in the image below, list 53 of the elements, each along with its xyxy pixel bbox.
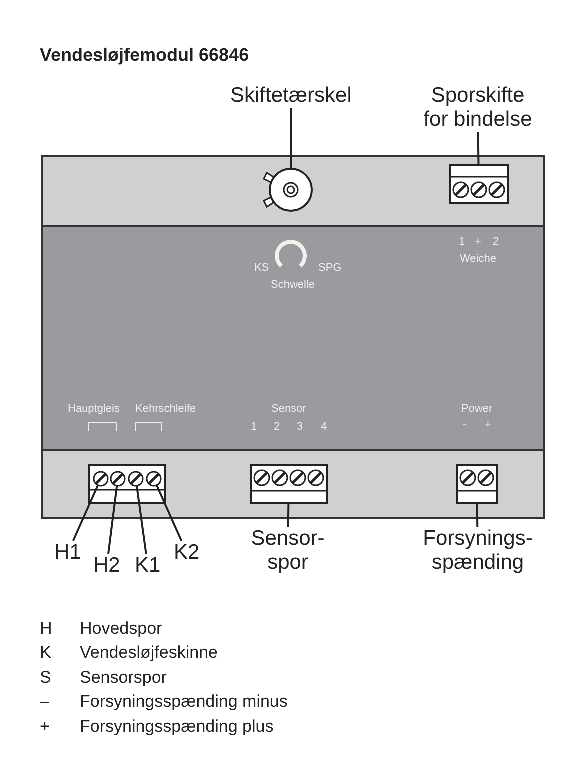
leader-line bbox=[477, 132, 480, 166]
key-symbol: S bbox=[40, 669, 52, 688]
panel-label: 3 bbox=[297, 421, 304, 434]
key-description: Forsyningsspænding minus bbox=[80, 693, 288, 712]
screw-terminal bbox=[128, 471, 144, 487]
key-symbol: – bbox=[40, 693, 50, 712]
terminal-block bbox=[250, 464, 328, 504]
panel-label: 2 bbox=[274, 421, 280, 434]
callout-label: K1 bbox=[135, 554, 161, 578]
key-description: Vendesløjfeskinne bbox=[80, 644, 218, 663]
panel-label: 1 bbox=[459, 236, 466, 248]
key-description: Forsyningsspænding plus bbox=[80, 718, 274, 737]
leader-line bbox=[287, 502, 290, 528]
key-description: Sensorspor bbox=[80, 669, 167, 688]
panel-label: KS bbox=[254, 262, 270, 274]
panel-label: Sensor bbox=[272, 403, 306, 416]
title: Vendesløjfemodul 66846 bbox=[40, 46, 250, 66]
key-symbol: + bbox=[40, 718, 50, 737]
screw-terminal bbox=[146, 471, 162, 487]
key-symbol: H bbox=[40, 620, 52, 639]
panel-label: - bbox=[463, 419, 467, 432]
panel-label: Kehrschleife bbox=[136, 403, 196, 416]
callout-label: Sensor- spor bbox=[240, 527, 336, 575]
leader-line bbox=[290, 108, 292, 169]
screw-terminal bbox=[110, 471, 126, 487]
callout-label: K2 bbox=[174, 541, 200, 565]
panel-label: 4 bbox=[321, 421, 328, 434]
key-description: Hovedspor bbox=[80, 620, 162, 639]
panel-label: Power bbox=[462, 403, 493, 416]
panel-label: Weiche bbox=[460, 253, 496, 266]
panel-label: Hauptgleis bbox=[68, 403, 120, 416]
panel-label: 1 bbox=[251, 421, 258, 434]
terminal-block bbox=[449, 164, 509, 204]
callout-label: Skiftetærskel bbox=[230, 84, 352, 108]
panel-label: Schwelle bbox=[271, 279, 316, 292]
panel-label: + bbox=[485, 419, 492, 432]
panel-label: 2 bbox=[493, 236, 500, 248]
callout-label: Sporskifte for bindelse bbox=[418, 84, 538, 132]
callout-label: H2 bbox=[94, 554, 120, 578]
potentiometer bbox=[263, 168, 313, 212]
leader-line bbox=[476, 502, 479, 528]
callout-label: Forsynings- spænding bbox=[408, 527, 548, 575]
panel-label: SPG bbox=[318, 262, 342, 274]
callout-label: H1 bbox=[54, 541, 82, 565]
terminal-block bbox=[456, 464, 498, 504]
panel-label: + bbox=[475, 236, 482, 248]
leader-line bbox=[136, 486, 148, 554]
key-symbol: K bbox=[40, 644, 52, 663]
leader-line bbox=[156, 484, 183, 542]
terminal-block bbox=[88, 464, 166, 504]
leader-line bbox=[108, 486, 118, 554]
leader-line bbox=[72, 484, 100, 542]
screw-terminal bbox=[93, 471, 109, 487]
